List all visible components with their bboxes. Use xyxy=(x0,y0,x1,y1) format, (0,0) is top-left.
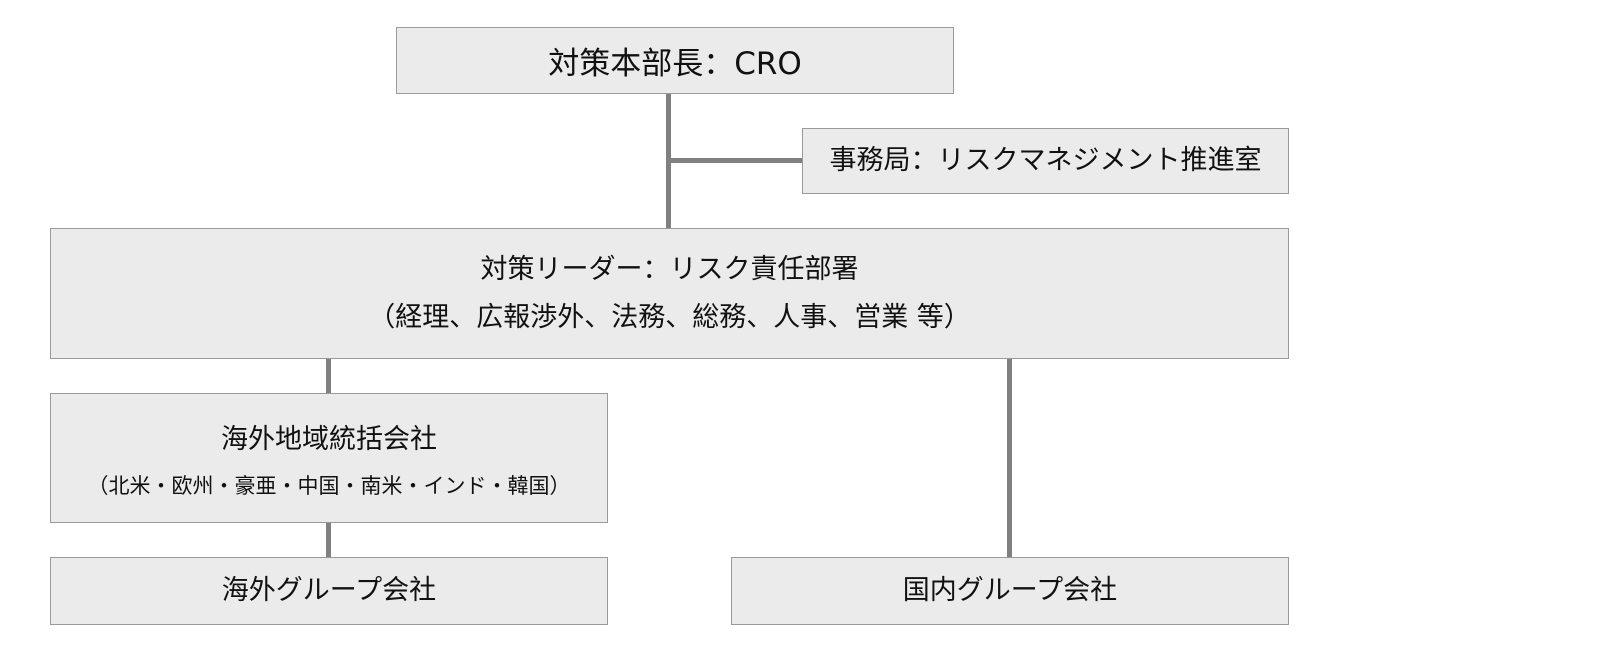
node-leader: 対策リーダー：リスク責任部署 （経理、広報渉外、法務、総務、人事、営業 等） xyxy=(50,228,1289,359)
node-domestic-label: 国内グループ会社 xyxy=(902,575,1118,606)
node-secretariat-label: 事務局：リスクマネジメント推進室 xyxy=(829,145,1262,176)
node-domestic: 国内グループ会社 xyxy=(731,557,1289,625)
node-secretariat: 事務局：リスクマネジメント推進室 xyxy=(802,128,1289,194)
node-regional-sub: （北米・欧州・豪亜・中国・南米・インド・韓国） xyxy=(87,474,571,498)
connector-head-leader xyxy=(666,93,671,229)
node-regional: 海外地域統括会社 （北米・欧州・豪亜・中国・南米・インド・韓国） xyxy=(50,393,608,523)
connector-secretariat xyxy=(669,158,802,163)
node-overseas: 海外グループ会社 xyxy=(50,557,608,625)
node-head-label: 対策本部長：CRO xyxy=(548,46,802,82)
node-leader-sub: （経理、広報渉外、法務、総務、人事、営業 等） xyxy=(368,301,971,333)
connector-leader-regional xyxy=(326,358,331,394)
node-head: 対策本部長：CRO xyxy=(396,27,954,94)
node-leader-label: 対策リーダー：リスク責任部署 xyxy=(480,253,859,285)
node-overseas-label: 海外グループ会社 xyxy=(221,575,437,606)
connector-leader-domestic xyxy=(1007,358,1012,558)
connector-regional-overseas xyxy=(326,522,331,558)
node-regional-label: 海外地域統括会社 xyxy=(221,424,437,455)
